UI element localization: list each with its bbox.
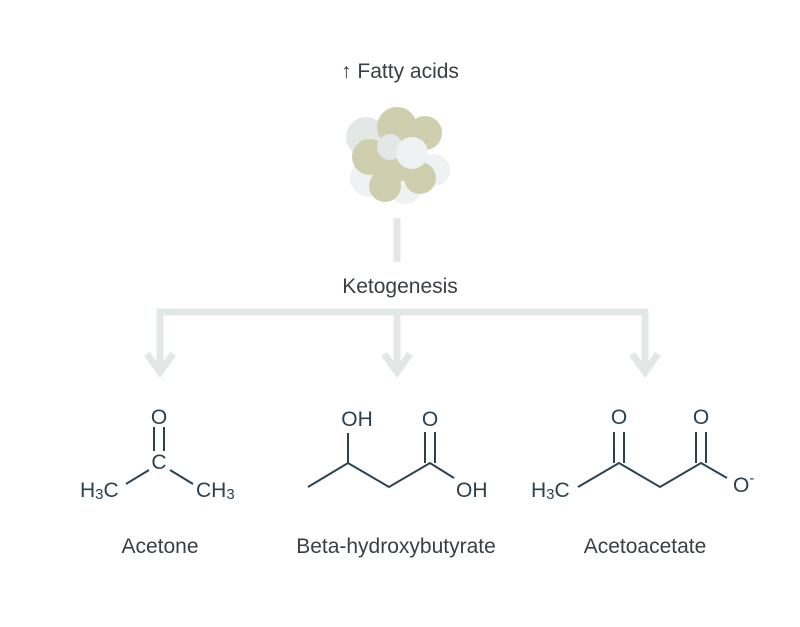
ketogenesis-label: Ketogenesis <box>342 275 458 298</box>
acetone-carbon: C <box>151 451 166 474</box>
acetone-ch3-right: CH3 <box>196 479 235 503</box>
lipid-droplet-icon <box>346 107 450 204</box>
branch-connector <box>156 218 649 372</box>
bhb-oh-right: OH <box>456 479 488 502</box>
acetone-label: Acetone <box>121 535 199 558</box>
acetone-structure: O C H3C CH3 <box>80 406 235 503</box>
acetoacetate-oxygen-1: O <box>611 406 627 429</box>
acetone-oxygen: O <box>151 406 167 429</box>
beta-hydroxybutyrate-structure <box>307 432 455 489</box>
acetoacetate-oxygen-2: O <box>693 406 709 429</box>
acetoacetate-label: Acetoacetate <box>583 535 707 558</box>
bhb-oxygen: O <box>422 408 438 431</box>
acetone-h3c-left: H3C <box>80 479 119 503</box>
up-arrow-icon: ↑ <box>341 60 352 83</box>
beta-hydroxybutyrate-label: Beta-hydroxybutyrate <box>296 535 496 558</box>
down-arrow-icon <box>144 351 661 378</box>
acetoacetate-h3c: H3C <box>531 479 570 503</box>
acetoacetate-o-minus: O- <box>733 470 754 497</box>
fatty-acids-label: Fatty acids <box>357 60 459 83</box>
fatty-acids-title: ↑ Fatty acids <box>0 60 800 84</box>
bhb-oh-top: OH <box>341 408 373 431</box>
acetoacetate-structure <box>577 432 728 489</box>
